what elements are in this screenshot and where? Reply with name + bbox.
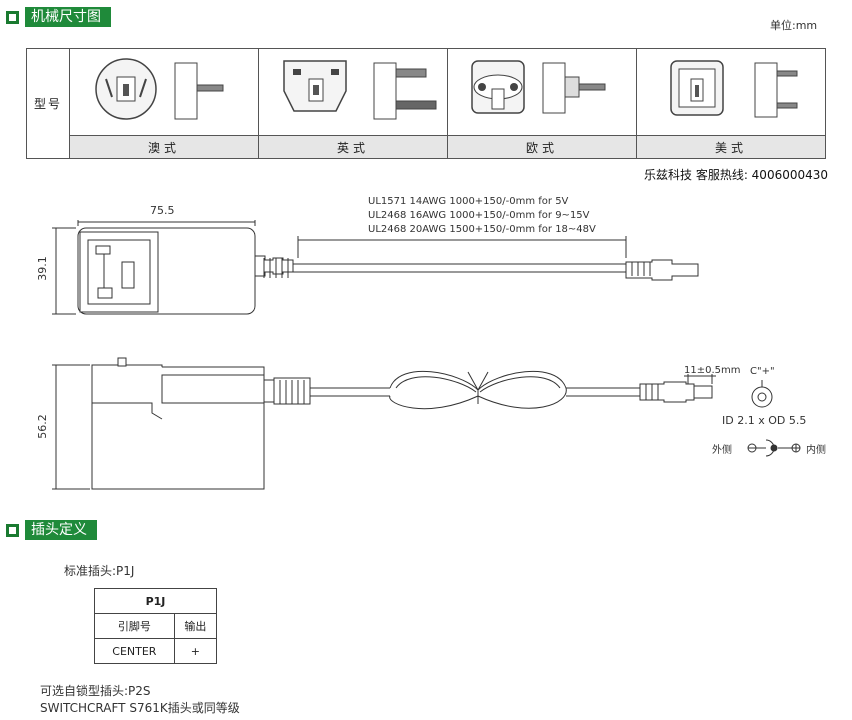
us-plug-image <box>636 48 826 136</box>
output-cell: + <box>173 638 218 664</box>
pin-table: P1J 引脚号 输出 CENTER + <box>94 588 218 664</box>
section-header-plug: 插头定义 <box>6 520 97 540</box>
dim-length: 75.5 <box>150 204 175 217</box>
dim-height-side: 56.2 <box>35 414 49 439</box>
pin-header-output: 输出 <box>173 613 218 639</box>
us-plug-icon <box>670 60 798 118</box>
au-plug-image <box>69 48 259 136</box>
section-header-dimensions: 机械尺寸图 <box>6 7 111 27</box>
square-bullet-icon <box>6 10 19 24</box>
section-title: 插头定义 <box>25 520 97 540</box>
dc-size: ID 2.1 x OD 5.5 <box>722 414 807 427</box>
optional-note: SWITCHCRAFT S761K插头或同等级 <box>40 701 240 715</box>
au-plug-icon <box>95 58 224 120</box>
type-us: 美式 <box>636 135 826 159</box>
type-eu: 欧式 <box>447 135 637 159</box>
pin-header-pin: 引脚号 <box>94 613 175 639</box>
cable-spec-1: UL1571 14AWG 1000+150/-0mm for 5V <box>368 196 569 207</box>
pin-cell: CENTER <box>94 638 175 664</box>
uk-plug-icon <box>283 60 437 120</box>
dim-height-top: 39.1 <box>35 256 49 281</box>
polarity-label: C"+" <box>750 366 775 377</box>
outer-label: 外侧 <box>712 445 732 456</box>
pin-table-title: P1J <box>94 588 217 614</box>
plug-length: 11±0.5mm <box>684 365 741 376</box>
optional-plug: 可选自锁型插头:P2S <box>40 684 151 698</box>
model-table: 型号 <box>26 48 826 159</box>
model-row-label: 型号 <box>26 48 70 159</box>
section-title: 机械尺寸图 <box>25 7 111 27</box>
table-row: CENTER + <box>94 638 218 664</box>
cable-spec-2: UL2468 16AWG 1000+150/-0mm for 9~15V <box>368 210 590 221</box>
inner-label: 内侧 <box>806 445 826 456</box>
type-au: 澳式 <box>69 135 259 159</box>
standard-plug: 标准插头:P1J <box>64 564 135 578</box>
square-bullet-icon <box>6 523 19 537</box>
eu-plug-image <box>447 48 637 136</box>
unit-label: 单位:mm <box>770 19 818 32</box>
type-uk: 英式 <box>258 135 448 159</box>
eu-plug-icon <box>471 60 606 114</box>
cable-spec-3: UL2468 20AWG 1500+150/-0mm for 18~48V <box>368 224 596 235</box>
hotline: 乐兹科技 客服热线: 4006000430 <box>644 168 829 182</box>
